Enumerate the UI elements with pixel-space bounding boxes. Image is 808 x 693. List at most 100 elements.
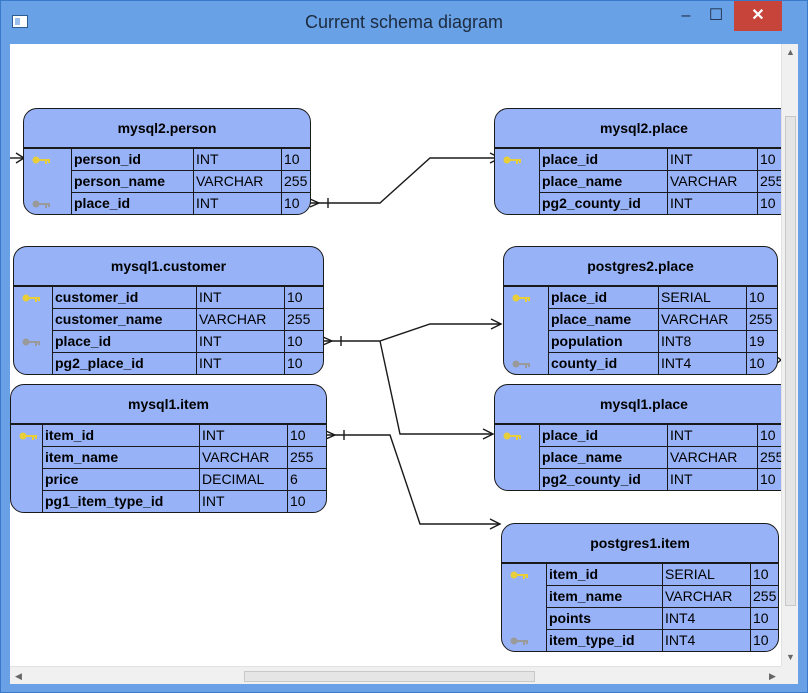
close-button[interactable]: ✕ xyxy=(734,1,782,31)
relationship-line xyxy=(310,157,500,204)
column-type: INT xyxy=(667,469,757,490)
column-size: 10 xyxy=(284,353,323,374)
column-type: INT xyxy=(667,149,757,171)
column-size: 255 xyxy=(757,447,793,469)
entity-title: mysql2.place xyxy=(495,109,793,149)
minimize-button[interactable]: – xyxy=(681,7,691,24)
key-cell xyxy=(24,171,71,193)
column-type: VARCHAR xyxy=(193,171,281,193)
column-name: item_type_id xyxy=(546,630,662,651)
horizontal-scroll-thumb[interactable] xyxy=(244,671,535,682)
relationship-arrow xyxy=(490,318,503,330)
scroll-up-icon[interactable]: ▲ xyxy=(786,47,795,57)
entity-title: mysql1.customer xyxy=(14,247,323,287)
foreign-key-icon xyxy=(14,331,52,353)
vertical-scrollbar[interactable]: ▲ ▼ xyxy=(781,44,798,666)
scroll-down-icon[interactable]: ▼ xyxy=(786,652,795,662)
column-type: VARCHAR xyxy=(667,447,757,469)
column-name: place_id xyxy=(539,149,667,171)
maximize-button[interactable]: ☐ xyxy=(708,7,724,24)
column-type: INT4 xyxy=(658,353,746,374)
entity-title: mysql1.item xyxy=(11,385,326,425)
foreign-key-icon xyxy=(504,353,548,374)
column-name: item_name xyxy=(546,586,662,608)
horizontal-scrollbar[interactable]: ◀ ▶ xyxy=(10,666,781,684)
primary-key-icon xyxy=(14,287,52,309)
entity-title: mysql2.person xyxy=(24,109,310,149)
column-type: INT4 xyxy=(662,608,750,630)
relationship-arrow xyxy=(489,518,502,530)
app-icon[interactable] xyxy=(12,15,28,28)
column-size: 10 xyxy=(750,608,778,630)
column-type: INT xyxy=(193,193,281,214)
window-title: Current schema diagram xyxy=(304,12,504,32)
column-name: item_id xyxy=(42,425,199,447)
relationship-arrow xyxy=(482,428,495,440)
scroll-left-icon[interactable]: ◀ xyxy=(15,671,22,681)
primary-key-icon xyxy=(495,149,539,171)
column-name: pg1_item_type_id xyxy=(42,491,199,512)
column-type: INT xyxy=(196,287,284,309)
column-size: 255 xyxy=(281,171,310,193)
scroll-right-icon[interactable]: ▶ xyxy=(769,671,776,681)
scroll-corner xyxy=(781,666,798,684)
column-size: 10 xyxy=(750,630,778,651)
key-cell xyxy=(504,331,548,353)
key-cell xyxy=(11,491,42,512)
column-type: INT xyxy=(199,425,287,447)
primary-key-icon xyxy=(504,287,548,309)
primary-key-icon xyxy=(502,564,546,586)
column-size: 10 xyxy=(284,331,323,353)
column-name: customer_id xyxy=(52,287,196,309)
entity-title: postgres2.place xyxy=(504,247,777,287)
column-name: place_id xyxy=(548,287,658,309)
key-cell xyxy=(495,193,539,214)
key-cell xyxy=(502,586,546,608)
key-cell xyxy=(495,171,539,193)
column-size: 10 xyxy=(757,425,793,447)
key-cell xyxy=(502,608,546,630)
column-name: place_id xyxy=(539,425,667,447)
column-type: INT xyxy=(196,353,284,374)
column-size: 10 xyxy=(750,564,778,586)
vertical-scroll-thumb[interactable] xyxy=(785,116,796,606)
primary-key-icon xyxy=(24,149,71,171)
column-name: customer_name xyxy=(52,309,196,331)
title-bar[interactable]: Current schema diagram – ☐ ✕ xyxy=(1,1,807,43)
column-size: 255 xyxy=(287,447,326,469)
